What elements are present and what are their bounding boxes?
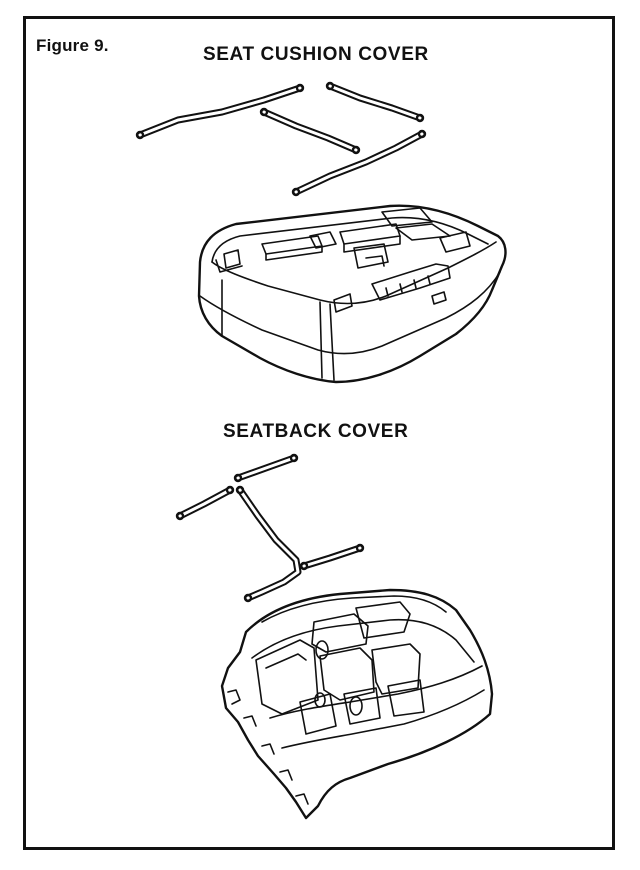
seatback-rod-4 (299, 543, 365, 571)
seatback-rod-3 (235, 485, 302, 603)
cushion-rod-2 (325, 81, 425, 123)
seat-cushion (197, 204, 507, 384)
cushion-channels (215, 207, 471, 313)
cushion-retainer-rods (135, 81, 427, 197)
seatback-rod-2 (233, 453, 299, 483)
figure-border (23, 16, 615, 850)
figure-label: Figure 9. (36, 36, 109, 55)
cushion-rod-3 (259, 107, 361, 155)
cushion-rod-1 (135, 83, 305, 140)
seatback-panels (255, 601, 425, 735)
seat-cushion-cover-title: SEAT CUSHION COVER (203, 44, 429, 65)
seatback-retainer-rods (175, 453, 365, 603)
cushion-rod-4 (291, 129, 427, 197)
seatback-rod-1 (175, 485, 235, 521)
seatback-cover-title: SEATBACK COVER (223, 421, 409, 442)
seatback (220, 588, 494, 820)
